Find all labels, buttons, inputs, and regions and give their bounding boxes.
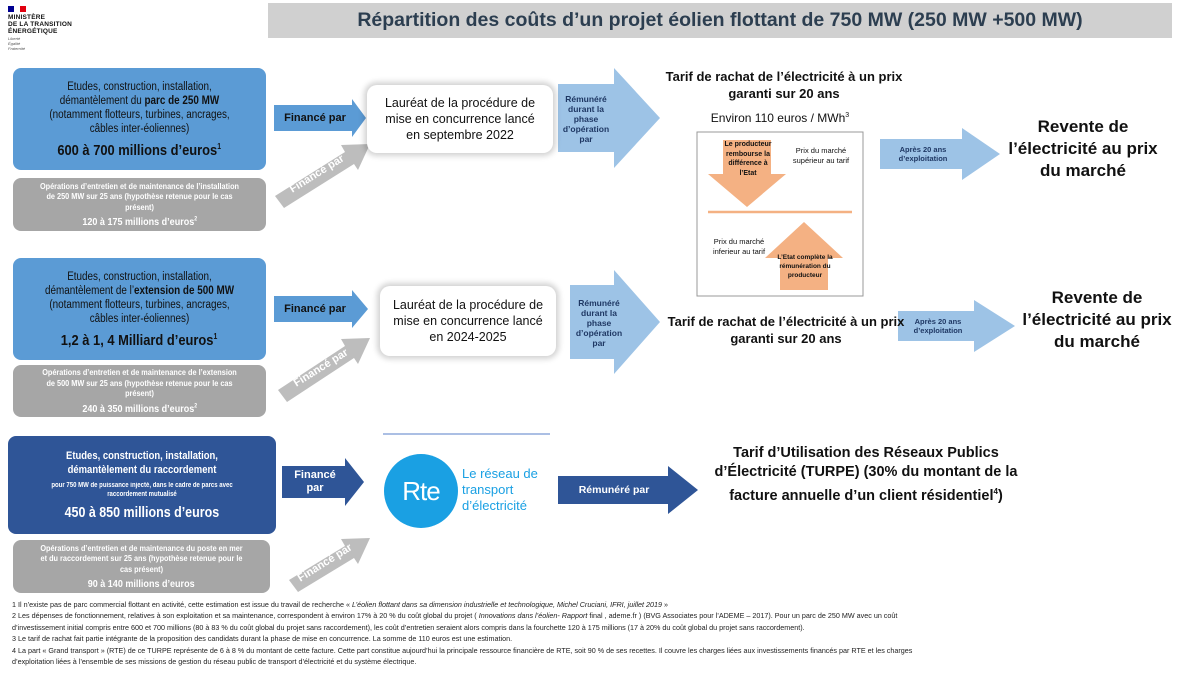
- row3-turpe: Tarif d’Utilisation des Réseaux Publics …: [714, 445, 1018, 504]
- up-orange-arrow: [765, 222, 843, 290]
- ministry-line2: DE LA TRANSITION: [8, 21, 72, 28]
- finance-arrow-row2: [274, 290, 368, 328]
- flag-icon: [8, 6, 26, 12]
- republic-motto: Liberté Égalité Fraternité: [8, 36, 128, 51]
- motto-1: Liberté: [8, 36, 21, 41]
- row2-build-text: Etudes, construction, installation, déma…: [44, 270, 235, 325]
- finance-arrow-row1: [274, 99, 366, 137]
- rte-logo-circle: [384, 454, 458, 528]
- footnote-4: 4 La part « Grand transport » (RTE) de c…: [12, 645, 913, 655]
- row2-remunere-label: Rémunéré durant la phase d’opération par: [575, 298, 623, 348]
- row2-finance-label: Financé par: [284, 303, 346, 315]
- ministry-name: MINISTÈRE DE LA TRANSITION ÉNERGÉTIQUE: [8, 14, 128, 35]
- row2-after20-label: Après 20 ans d’exploitation: [913, 317, 963, 335]
- ministry-line3: ÉNERGÉTIQUE: [8, 28, 58, 35]
- row3-finance-label: Financé par: [294, 469, 336, 494]
- row2-laureate-box: Lauréat de la procédure de mise en concu…: [380, 286, 556, 356]
- row3-build-box: Etudes, construction, installation, déma…: [8, 436, 276, 534]
- row1-producer-reimburse: Le producteur rembourse la différence à …: [724, 141, 772, 177]
- footnote-2-line2: d’investissement initial compris entre 6…: [12, 622, 805, 632]
- finance-arrow-row3: [282, 458, 364, 506]
- row3-build-amount: 450 à 850 millions d’euros: [64, 505, 220, 521]
- row1-om-box: Opérations d’entretien et de maintenance…: [13, 178, 266, 231]
- row1-market-higher: Prix du marché supérieur au tarif: [792, 146, 850, 165]
- remunere-arrow-row1: [558, 68, 660, 168]
- after20-arrow-row1: [880, 128, 1000, 180]
- finance-diag-arrow-row2: [278, 338, 370, 402]
- row1-build-amount: 600 à 700 millions d’euros1: [57, 141, 222, 159]
- page-title: Répartition des coûts d’un projet éolien…: [357, 9, 1083, 31]
- row2-build-amount: 1,2 à 1, 4 Milliard d’euros1: [61, 331, 218, 349]
- remunere-arrow-row2: [570, 270, 660, 374]
- row2-om-box: Opérations d’entretien et de maintenance…: [13, 365, 266, 417]
- footnote-1: 1 Il n’existe pas de parc commercial flo…: [12, 600, 669, 609]
- row1-resale: Revente de l’électricité au prix du marc…: [1008, 117, 1158, 180]
- row3-remunere-label: Rémunéré par: [578, 484, 650, 496]
- footnote-3: 3 Le tarif de rachat fait partie intégra…: [12, 634, 513, 644]
- row2-tariff-title: Tarif de rachat de l’électricité à un pr…: [667, 314, 905, 346]
- row1-tariff-title: Tarif de rachat de l’électricité à un pr…: [665, 69, 903, 101]
- rte-logo-icon: Rte: [402, 475, 440, 506]
- row3-om-amount: 90 à 140 millions d’euros: [88, 578, 195, 591]
- finance-diag-arrow-row1: [275, 144, 370, 208]
- row1-remunere-label: Rémunéré durant la phase d’opération par: [562, 94, 610, 144]
- row1-om-text: Opérations d’entretien et de maintenance…: [39, 180, 240, 212]
- row1-laureate-box: Lauréat de la procédure de mise en concu…: [367, 85, 553, 153]
- after20-arrow-row2: [898, 300, 1015, 352]
- ministry-logo: MINISTÈRE DE LA TRANSITION ÉNERGÉTIQUE L…: [8, 6, 128, 51]
- finance-diag-arrow-row3: [289, 538, 370, 592]
- footnote-2: 2 Les dépenses de fonctionnement, relati…: [12, 611, 898, 621]
- row2-resale: Revente de l’électricité au prix du marc…: [1022, 288, 1172, 351]
- motto-3: Fraternité: [8, 46, 26, 51]
- row3-om-box: Opérations d’entretien et de maintenance…: [13, 540, 270, 593]
- remunere-arrow-row3: [558, 466, 698, 514]
- row3-build-sub: pour 750 MW de puissance injecté, dans l…: [51, 482, 233, 498]
- row1-build-text: Etudes, construction, installation, déma…: [49, 80, 230, 135]
- row2-build-box: Etudes, construction, installation, déma…: [13, 258, 266, 360]
- down-orange-arrow: [708, 140, 786, 207]
- row1-state-completes: L’Etat complète la rémunération du produ…: [777, 254, 833, 279]
- row3-build-title: Etudes, construction, installation, déma…: [66, 450, 218, 476]
- row3-om-text: Opérations d’entretien et de maintenance…: [40, 542, 243, 574]
- row2-om-amount: 240 à 350 millions d’euros2: [82, 402, 197, 415]
- row1-after20-label: Après 20 ans d’exploitation: [898, 145, 948, 163]
- row1-market-lower: Prix du marché inferieur au tarif: [712, 237, 766, 256]
- rte-name: Le réseau de transport d’électricité: [462, 466, 538, 513]
- ministry-line1: MINISTÈRE: [8, 14, 46, 21]
- row2-om-text: Opérations d’entretien et de maintenance…: [42, 367, 237, 399]
- row1-build-box: Etudes, construction, installation, déma…: [13, 68, 266, 170]
- row1-om-amount: 120 à 175 millions d’euros2: [82, 216, 197, 229]
- motto-2: Égalité: [8, 41, 21, 46]
- footnote-4-line2: d’exploitation liées à l’ensemble de ses…: [12, 657, 417, 667]
- title-bar: Répartition des coûts d’un projet éolien…: [268, 3, 1172, 38]
- row1-finance-label: Financé par: [284, 112, 346, 124]
- row1-tariff-value: Environ 110 euros / MWh3: [710, 111, 850, 125]
- footnotes: 1 Il n’existe pas de parc commercial flo…: [12, 599, 1172, 667]
